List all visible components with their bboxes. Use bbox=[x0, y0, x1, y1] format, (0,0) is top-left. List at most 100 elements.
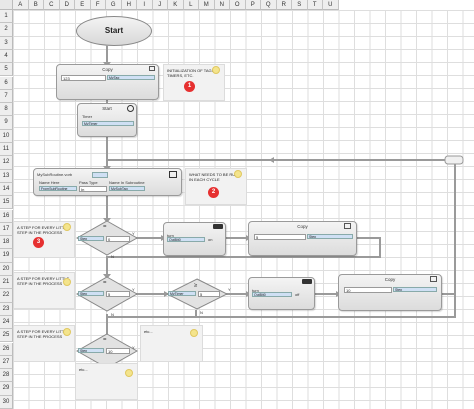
subroutine-param-type[interactable]: In bbox=[79, 186, 107, 192]
column-header[interactable]: F bbox=[90, 0, 106, 10]
decision-timer[interactable] bbox=[166, 278, 228, 310]
subroutine-param-sub[interactable]: MySubTag bbox=[109, 186, 145, 191]
column-header[interactable]: M bbox=[199, 0, 215, 10]
row-header[interactable]: 11 bbox=[0, 143, 13, 157]
turn-state: off bbox=[295, 292, 300, 297]
column-header[interactable]: D bbox=[59, 0, 75, 10]
decision-tag[interactable]: Step bbox=[78, 291, 104, 296]
sun-icon bbox=[63, 223, 71, 231]
row-header[interactable]: 8 bbox=[0, 103, 13, 117]
column-header[interactable]: A bbox=[13, 0, 29, 10]
decision-tag[interactable]: Step bbox=[78, 236, 104, 241]
copy-block-init[interactable]: Copy 123 MyTag bbox=[56, 64, 159, 100]
row-header[interactable]: 14 bbox=[0, 182, 13, 197]
column-header[interactable]: L bbox=[183, 0, 199, 10]
note-step-2-text: A STEP FOR EVERY LITTLE STEP IN THE PROC… bbox=[17, 276, 70, 286]
row-header[interactable]: 20 bbox=[0, 262, 13, 276]
row-header[interactable]: 16 bbox=[0, 209, 13, 223]
start-terminator[interactable]: Start bbox=[76, 16, 152, 46]
subroutine-header-type: Pass Type bbox=[79, 180, 98, 185]
decision-value[interactable]: 10 bbox=[106, 348, 130, 354]
column-header[interactable]: S bbox=[292, 0, 308, 10]
copy-block-step10[interactable]: Copy 10 Step bbox=[338, 274, 442, 311]
decision-tag[interactable]: MyTimer bbox=[168, 291, 196, 296]
decision-value[interactable]: 5 bbox=[198, 291, 220, 297]
timer-start-title: Start bbox=[102, 106, 112, 111]
row-header[interactable]: 27 bbox=[0, 355, 13, 370]
column-header[interactable]: Q bbox=[261, 0, 277, 10]
copy-dest-tag[interactable]: Step bbox=[393, 287, 437, 292]
row-header[interactable]: 10 bbox=[0, 129, 13, 143]
decision-tag[interactable]: Step bbox=[78, 348, 104, 353]
row-header[interactable]: 9 bbox=[0, 116, 13, 130]
row-header[interactable]: 23 bbox=[0, 302, 13, 316]
row-header[interactable]: 26 bbox=[0, 342, 13, 356]
note-step-2[interactable]: A STEP FOR EVERY LITTLE STEP IN THE PROC… bbox=[13, 272, 75, 309]
column-header[interactable]: N bbox=[214, 0, 230, 10]
decision-value[interactable]: 5 bbox=[106, 291, 130, 297]
column-header[interactable]: C bbox=[44, 0, 60, 10]
timer-tag[interactable]: MyTimer bbox=[82, 121, 134, 126]
column-header[interactable]: G bbox=[106, 0, 122, 10]
sun-icon bbox=[212, 66, 220, 74]
column-header[interactable]: P bbox=[245, 0, 261, 10]
column-header[interactable]: T bbox=[307, 0, 323, 10]
note-step-3[interactable]: A STEP FOR EVERY LITTLE STEP IN THE PROC… bbox=[13, 325, 75, 362]
decision-value[interactable]: 0 bbox=[106, 236, 130, 242]
row-header[interactable]: 29 bbox=[0, 382, 13, 396]
column-header[interactable]: J bbox=[152, 0, 168, 10]
copy-source-field[interactable]: 123 bbox=[61, 75, 106, 81]
timer-start-block[interactable]: Start Timer MyTimer bbox=[77, 103, 137, 137]
column-header[interactable]: O bbox=[230, 0, 246, 10]
row-header[interactable]: 1 bbox=[0, 10, 13, 24]
row-header[interactable]: 22 bbox=[0, 289, 13, 303]
yes-label: Y bbox=[132, 345, 135, 350]
column-header[interactable]: U bbox=[323, 0, 339, 10]
turn-label: turn bbox=[167, 233, 174, 238]
row-header[interactable]: 25 bbox=[0, 329, 13, 343]
column-header[interactable]: H bbox=[121, 0, 137, 10]
badge-2: 2 bbox=[208, 187, 219, 198]
row-header[interactable]: 30 bbox=[0, 395, 13, 409]
turn-tag[interactable]: OutBit0 bbox=[167, 237, 205, 242]
row-header[interactable]: 28 bbox=[0, 369, 13, 383]
select-all-corner[interactable] bbox=[0, 0, 13, 10]
copy-source-field[interactable]: 10 bbox=[344, 287, 392, 293]
subroutine-header-sub: Name In Subroutine bbox=[109, 180, 145, 185]
row-header[interactable]: 13 bbox=[0, 169, 13, 183]
copy-block-title: Copy bbox=[102, 67, 113, 72]
decision-op: = bbox=[103, 280, 107, 286]
copy-block-step5[interactable]: Copy 5 Step bbox=[248, 221, 357, 256]
subroutine-param-name[interactable]: FromSubRoutine bbox=[39, 186, 77, 191]
row-header[interactable]: 24 bbox=[0, 315, 13, 330]
column-header[interactable]: R bbox=[276, 0, 292, 10]
copy-dest-tag[interactable]: MyTag bbox=[107, 75, 155, 80]
turn-tag[interactable]: OutBit0 bbox=[252, 292, 292, 297]
row-header[interactable]: 18 bbox=[0, 236, 13, 250]
row-header[interactable]: 7 bbox=[0, 89, 13, 104]
turn-label: turn bbox=[252, 288, 259, 293]
column-header[interactable]: K bbox=[168, 0, 184, 10]
row-header[interactable]: 4 bbox=[0, 49, 13, 64]
column-header[interactable]: B bbox=[28, 0, 44, 10]
column-header[interactable]: I bbox=[137, 0, 153, 10]
copy-source-field[interactable]: 5 bbox=[254, 234, 306, 240]
row-header[interactable]: 5 bbox=[0, 63, 13, 77]
copy-dest-tag[interactable]: Step bbox=[307, 234, 353, 239]
column-header[interactable]: E bbox=[75, 0, 91, 10]
copy-icon bbox=[430, 276, 437, 282]
row-header[interactable]: 2 bbox=[0, 23, 13, 37]
note-cycle[interactable]: WHAT NEEDS TO BE RUN IN EACH CYCLE bbox=[185, 168, 247, 205]
row-header[interactable]: 21 bbox=[0, 276, 13, 290]
subroutine-block[interactable]: MySubRoutine.vorb Name Here Pass Type Na… bbox=[33, 168, 182, 196]
row-header[interactable]: 12 bbox=[0, 156, 13, 170]
row-header[interactable]: 3 bbox=[0, 36, 13, 50]
row-header[interactable]: 17 bbox=[0, 222, 13, 237]
turn-off-block[interactable]: turn OutBit0 off bbox=[248, 277, 315, 310]
row-header[interactable]: 15 bbox=[0, 196, 13, 210]
row-header[interactable]: 6 bbox=[0, 76, 13, 90]
no-label: N bbox=[111, 254, 114, 259]
row-header[interactable]: 19 bbox=[0, 249, 13, 263]
subroutine-toggle[interactable] bbox=[92, 172, 108, 178]
